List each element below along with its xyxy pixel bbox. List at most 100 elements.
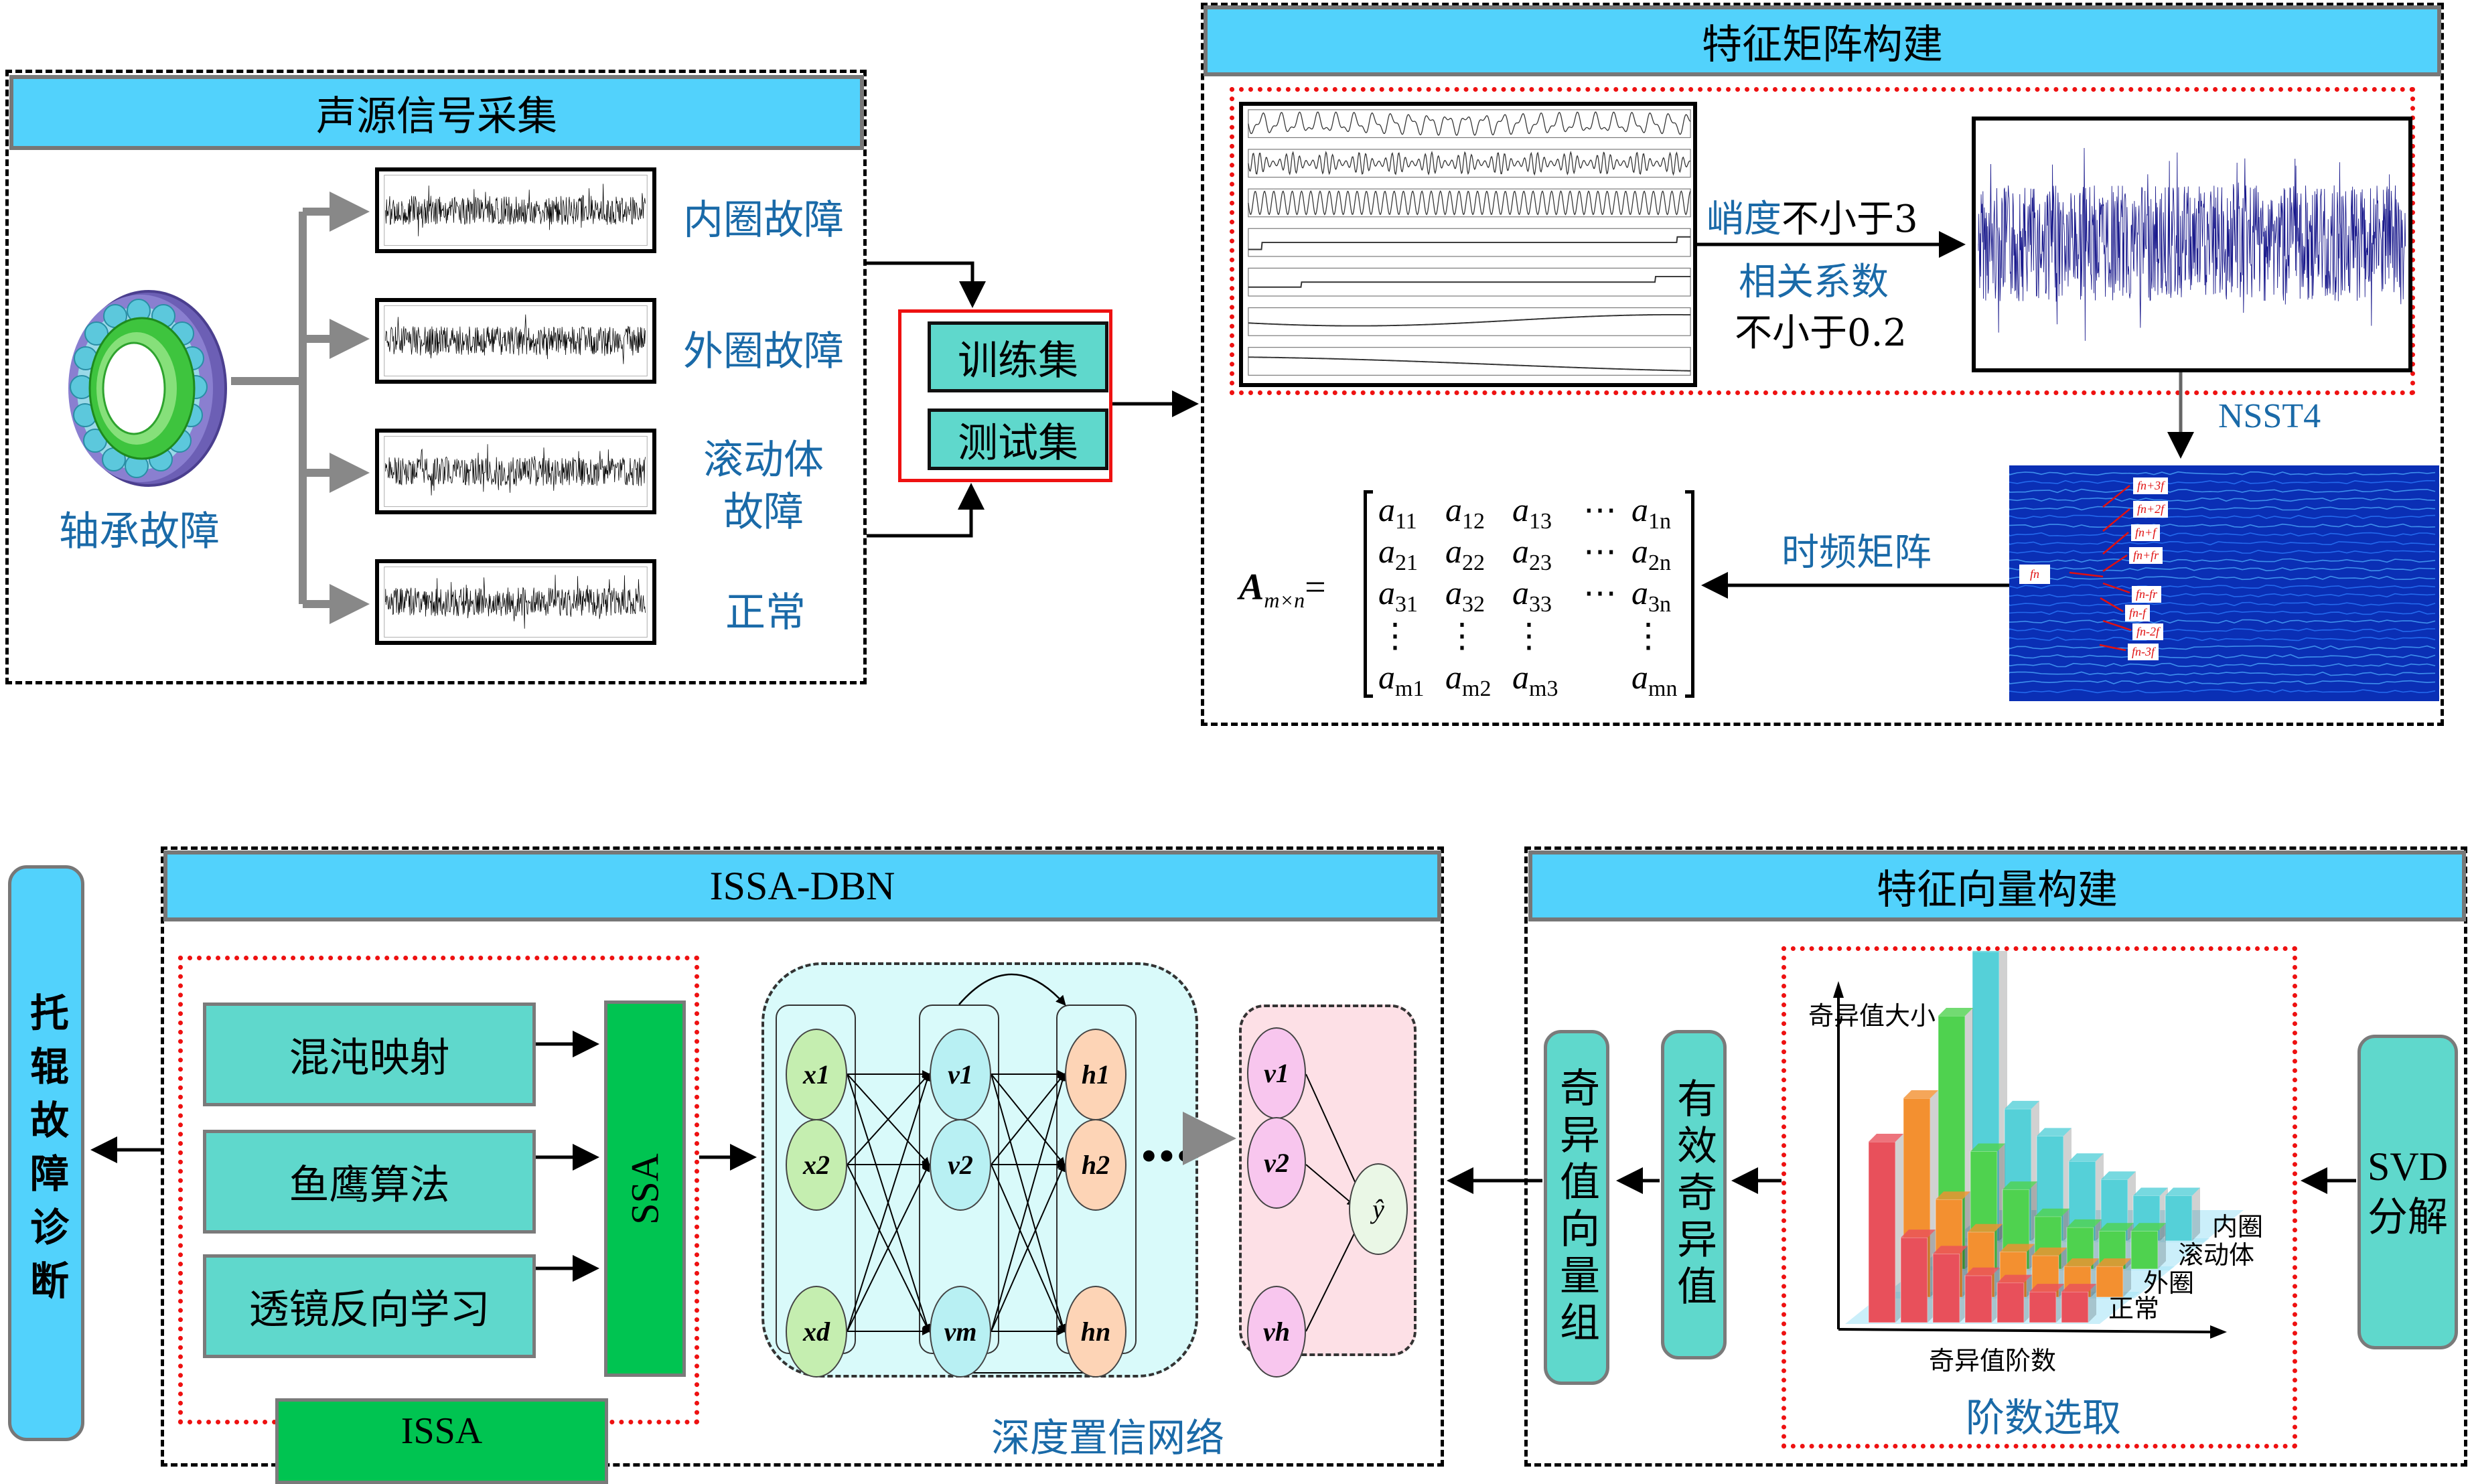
training-set-label: 训练集 — [958, 337, 1078, 384]
bar — [2096, 1258, 2131, 1298]
spectral-line — [2009, 654, 2436, 659]
component-trace — [1248, 275, 1691, 288]
component-trace — [1248, 236, 1691, 250]
matrix-cell: a33 — [1512, 574, 1552, 617]
issa-box[interactable]: ISSA — [275, 1398, 608, 1484]
annotation-arrow — [2102, 508, 2130, 532]
layer-ellipsis: ••• — [1139, 1138, 1195, 1176]
signal-trace — [385, 183, 646, 236]
bar — [2061, 1284, 2096, 1323]
tag-fn-plus-3f: fn+3f — [2133, 477, 2169, 494]
signal-plot-normal — [375, 559, 656, 645]
tag-fn: fn — [2019, 565, 2051, 584]
spectral-line — [2009, 610, 2436, 615]
bar — [1932, 1246, 1968, 1323]
signal-trace — [385, 444, 646, 496]
spectral-line — [2009, 558, 2436, 563]
selected-signal-plot — [1972, 117, 2412, 372]
correlation-rule: 不小于0.2 — [1735, 311, 1907, 355]
node-out-vh: vh — [1247, 1286, 1306, 1378]
spectral-line — [2009, 540, 2436, 546]
tf-matrix-label: 时频矩阵 — [1782, 531, 1932, 575]
plot-axes-frame — [384, 566, 648, 638]
component-frame — [1248, 347, 1691, 376]
matrix-cell: am1 — [1378, 658, 1425, 701]
acquisition-panel — [5, 70, 867, 684]
strategy-chaotic-map[interactable]: 混沌映射 — [203, 1003, 536, 1106]
annotation-arrow — [2069, 571, 2104, 578]
annotation-arrow — [2100, 597, 2124, 613]
kurtosis-rule: 不小于3 — [1782, 198, 1918, 241]
component-frame — [1248, 228, 1691, 257]
component-frame — [1248, 149, 1691, 178]
matrix-cell: amn — [1631, 658, 1678, 701]
matrix-cell: a21 — [1378, 532, 1418, 575]
matrix-cell: a1n — [1631, 491, 1671, 534]
strategy-lens-opposition[interactable]: 透镜反向学习 — [203, 1254, 536, 1358]
label-normal: 正常 — [725, 589, 806, 636]
ssa-box[interactable]: SSA — [604, 1000, 686, 1377]
label-outer-race-fault: 外圈故障 — [683, 328, 844, 375]
bearing-icon — [48, 281, 236, 496]
spectral-line — [2009, 584, 2436, 589]
nsst-label: NSST4 — [2218, 397, 2321, 435]
component-trace — [1248, 190, 1691, 216]
node-out-v2: v2 — [1247, 1117, 1306, 1209]
feature-matrix-header: 特征矩阵构建 — [1204, 5, 2441, 76]
tag-fn-minus-3f: fn-3f — [2128, 644, 2159, 660]
matrix-lhs: Am×n= — [1239, 567, 1326, 613]
signal-plot-rolling-element — [375, 429, 656, 514]
signal-trace — [385, 314, 646, 364]
component-trace — [1248, 111, 1691, 136]
svd-decomposition-box[interactable]: SVD分解 — [2357, 1035, 2458, 1349]
signal-plot-inner-race — [375, 167, 656, 253]
bar — [2165, 1187, 2200, 1242]
spectral-line — [2009, 619, 2436, 624]
node-v1: v1 — [930, 1029, 991, 1120]
test-set-box[interactable]: 测试集 — [928, 409, 1108, 470]
spectral-line — [2009, 479, 2436, 485]
roller-fault-diagnosis-box[interactable]: 托辊故障诊断 — [8, 865, 84, 1441]
issa-dbn-title: ISSA-DBN — [709, 863, 895, 908]
spectral-line — [2009, 627, 2436, 633]
node-hn: hn — [1065, 1286, 1127, 1378]
feature-vector-title: 特征向量构建 — [1877, 866, 2118, 913]
node-output-y: ŷ — [1349, 1163, 1408, 1255]
roller-fault-diagnosis-label: 托辊故障诊断 — [23, 992, 69, 1314]
spectral-line — [2009, 514, 2436, 520]
matrix-cell: a22 — [1445, 532, 1485, 575]
matrix-cell: ⋯ — [1583, 491, 1617, 528]
node-x1: x1 — [786, 1029, 847, 1120]
svd-label: SVD分解 — [2368, 1144, 2449, 1240]
spectral-line — [2009, 601, 2436, 607]
dataset-group — [898, 309, 1112, 482]
issa-label: ISSA — [401, 1410, 483, 1452]
singular-value-vector-group-label: 奇异值向量组 — [1552, 1067, 1600, 1348]
node-xd: xd — [786, 1286, 847, 1378]
training-set-box[interactable]: 训练集 — [928, 321, 1108, 392]
tag-fn-minus-fr: fn-fr — [2132, 586, 2162, 603]
matrix-cell: am2 — [1445, 658, 1492, 701]
strategy-osprey[interactable]: 鱼鹰算法 — [203, 1130, 536, 1234]
matrix-cell: ⋯ — [1583, 532, 1617, 570]
node-vm: vm — [930, 1286, 991, 1378]
node-v2: v2 — [930, 1119, 991, 1211]
y-axis-label: 奇异值大小 — [1808, 1001, 1936, 1031]
feature-vector-header: 特征向量构建 — [1528, 850, 2466, 921]
kurtosis-key: 峭度 — [1706, 198, 1782, 241]
component-frame — [1248, 267, 1691, 297]
order-selection-region — [1782, 946, 2297, 1449]
matrix-left-bracket — [1364, 490, 1373, 698]
plot-axes-frame — [384, 174, 648, 246]
order-selection-label: 阶数选取 — [1966, 1395, 2122, 1440]
singular-value-vector-group-box[interactable]: 奇异值向量组 — [1544, 1030, 1609, 1385]
chart-axes — [1833, 981, 2227, 1339]
effective-singular-values-box[interactable]: 有效奇异值 — [1661, 1030, 1727, 1359]
annotation-arrow — [2102, 485, 2130, 508]
node-h2: h2 — [1065, 1119, 1127, 1211]
effective-singular-values-label: 有效奇异值 — [1670, 1078, 1717, 1312]
matrix-cell: a13 — [1512, 491, 1552, 534]
tag-fn-minus-f: fn-f — [2125, 605, 2150, 621]
tag-fn-plus-f: fn+f — [2131, 524, 2161, 541]
